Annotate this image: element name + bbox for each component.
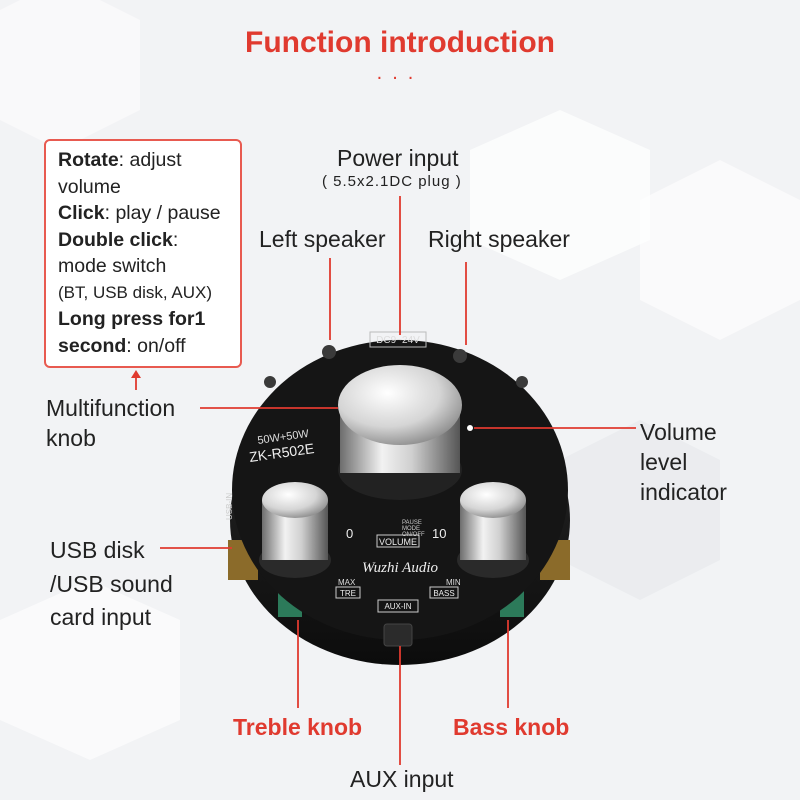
long-press-key: Long press for1 [58, 308, 206, 330]
volume-max: 10 [432, 526, 446, 541]
label-volume-2: level [640, 449, 688, 475]
hole-top-right [453, 349, 467, 363]
aux-jack [383, 623, 413, 647]
double-click-colon: : [172, 228, 179, 251]
main-knob-cap [338, 365, 462, 445]
aux-in-label: AUX-IN [384, 602, 411, 611]
double-click-value: mode switch [58, 255, 167, 277]
volume-label-box [376, 534, 420, 548]
page-title: Function introduction [245, 26, 555, 59]
volume-min: 0 [346, 526, 353, 541]
title-dots: ... [376, 62, 424, 84]
tre-label: TRE [340, 589, 356, 598]
label-treble-knob: Treble knob [233, 714, 363, 740]
usb-in-label: USB-IN [225, 493, 234, 520]
click-key: Click [58, 202, 105, 224]
rotate-value-2: volume [58, 175, 121, 198]
dc-label-box [369, 331, 427, 348]
treble-knob-cap [262, 482, 328, 518]
hole-left [264, 376, 276, 388]
arrow-up-icon [131, 370, 141, 378]
rotate-key: Rotate [58, 149, 119, 171]
long-press-value: : on/off [126, 334, 186, 357]
hole-top-left [322, 345, 336, 359]
label-aux-input: AUX input [350, 766, 454, 792]
function-info-box: Rotate: adjust volume Click: play / paus… [44, 139, 242, 368]
volume-label: VOLUME [379, 537, 417, 547]
label-usb-2: /USB sound [50, 571, 173, 597]
mode-mode: MODE [402, 526, 420, 532]
bass-min-label: MIN [446, 578, 461, 587]
label-multifunction: Multifunction [46, 395, 176, 421]
bass-label-box [429, 586, 459, 599]
double-click-key: Double click [58, 228, 173, 251]
mode-pause: PAUSE [402, 520, 422, 526]
rotate-value: : adjust [118, 149, 182, 171]
label-usb-3: card input [50, 604, 152, 630]
volume-led [467, 425, 473, 431]
bass-label: BASS [433, 589, 454, 598]
label-volume: Volume [640, 419, 717, 445]
label-power-input: Power input [337, 145, 459, 171]
label-bass-knob: Bass knob [453, 714, 570, 740]
tre-label-box [335, 586, 361, 599]
label-right-speaker: Right speaker [428, 226, 570, 252]
mode-list: (BT, USB disk, AUX) [58, 282, 212, 302]
label-multifunction-2: knob [46, 425, 96, 451]
bass-knob-cap [460, 482, 526, 518]
dc-label: DC9~24V [376, 335, 420, 346]
brand-logo: Wuzhi Audio [362, 560, 438, 576]
tre-max-label: MAX [338, 578, 356, 587]
aux-label-box [377, 599, 419, 613]
label-volume-3: indicator [640, 479, 727, 505]
long-press-key-2: second [58, 334, 127, 357]
label-power-plug: ( 5.5x2.1DC plug ) [322, 173, 462, 190]
label-left-speaker: Left speaker [259, 226, 386, 252]
hole-right [516, 376, 528, 388]
click-value: : play / pause [104, 202, 221, 224]
label-usb: USB disk [50, 537, 145, 563]
